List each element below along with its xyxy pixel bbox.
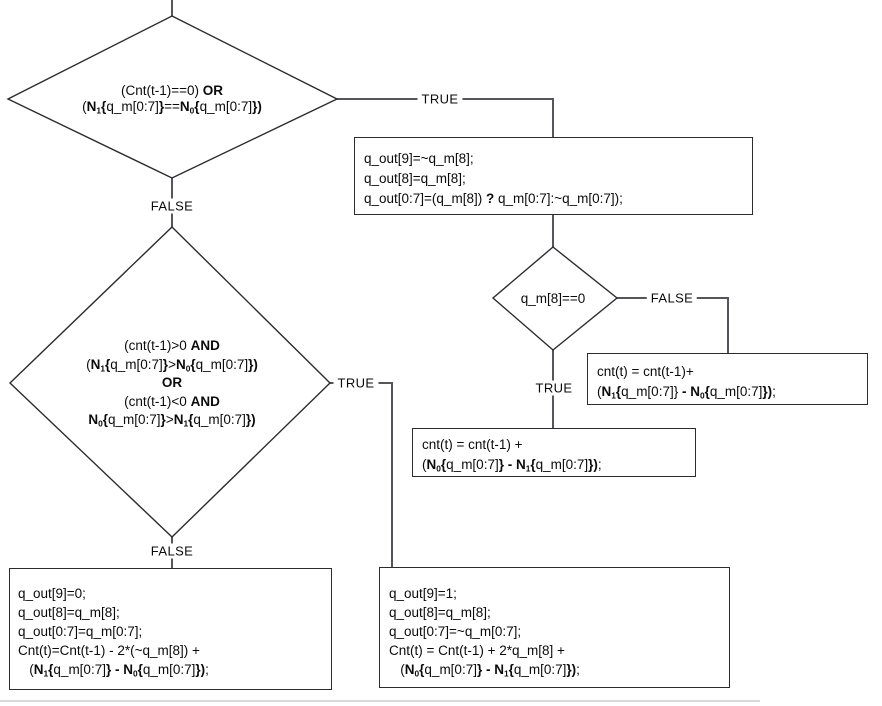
code-line: Cnt(t) = Cnt(t-1) + 2*q_m[8] + <box>389 643 565 658</box>
decision-line: (N1{q_m[0:7]}>N0{q_m[0:7]}) <box>86 356 258 373</box>
code-line: q_out[9]=0; <box>18 586 86 601</box>
decision-d2-shape <box>491 246 619 351</box>
decision-line: (Cnt(t-1)==0) OR <box>120 83 224 98</box>
code-line: (N1{q_m[0:7]} - N0{q_m[0:7]}); <box>18 662 209 679</box>
code-line: q_out[9]=1; <box>389 586 457 601</box>
process-box-invert: q_out[9]=1; q_out[8]=q_m[8]; q_out[0:7]=… <box>379 567 730 688</box>
code-line: (N0{q_m[0:7]} - N1{q_m[0:7]}); <box>422 457 602 474</box>
code-line: (N0{q_m[0:7]} - N1{q_m[0:7]}); <box>389 662 580 679</box>
edge-d1-true <box>337 98 554 137</box>
code-line: Cnt(t)=Cnt(t-1) - 2*(~q_m[8]) + <box>18 643 200 658</box>
code-line: (N1{q_m[0:7]} - N0{q_m[0:7]}); <box>597 384 776 401</box>
decision-line: (cnt(t-1)>0 AND <box>124 338 220 353</box>
code-line: q_out[8]=q_m[8]; <box>389 605 491 620</box>
decision-d1-text: (Cnt(t-1)==0) OR (N1{q_m[0:7]}==N0{q_m[0… <box>12 83 332 115</box>
code-line: q_out[0:7]=~q_m[0:7]; <box>389 624 522 639</box>
process-box-balanced-output: q_out[9]=~q_m[8]; q_out[8]=q_m[8]; q_out… <box>354 137 753 215</box>
edge-label-false-d2: FALSE <box>646 290 698 306</box>
code-line: q_out[8]=q_m[8]; <box>364 171 466 186</box>
process-box-no-invert: q_out[9]=0; q_out[8]=q_m[8]; q_out[0:7]=… <box>9 568 332 690</box>
edge-label-false-d1: FALSE <box>146 198 198 214</box>
edge-label-true-d1: TRUE <box>417 91 463 107</box>
decision-d1-shape <box>6 15 339 179</box>
edge-d2-false <box>617 297 729 353</box>
edge-label-true-d3: TRUE <box>333 375 379 391</box>
decision-line: OR <box>161 375 183 390</box>
process-box-cnt-false: cnt(t) = cnt(t-1)+ (N1{q_m[0:7]} - N0{q_… <box>587 353 868 405</box>
code-line: q_out[9]=~q_m[8]; <box>364 151 474 166</box>
code-line: cnt(t) = cnt(t-1)+ <box>597 364 694 379</box>
code-line: cnt(t) = cnt(t-1) + <box>422 437 523 452</box>
decision-line: (N1{q_m[0:7]}==N0{q_m[0:7]}) <box>82 99 262 116</box>
decision-line: N0{q_m[0:7]}>N1{q_m[0:7]}) <box>88 412 256 429</box>
process-box-cnt-true: cnt(t) = cnt(t-1) + (N0{q_m[0:7]} - N1{q… <box>412 428 696 477</box>
decision-line: q_m[8]==0 <box>520 291 586 306</box>
decision-d2-text: q_m[8]==0 <box>493 291 613 306</box>
decision-d3-shape <box>8 226 331 538</box>
decision-line: (cnt(t-1)<0 AND <box>124 393 220 409</box>
edge-d3-true <box>330 382 393 567</box>
edge-label-true-d2: TRUE <box>531 380 577 396</box>
code-line: q_out[0:7]=(q_m[8]) ? q_m[0:7]:~q_m[0:7]… <box>364 191 623 206</box>
edge-label-false-d3: FALSE <box>146 543 198 559</box>
decision-d3-text: (cnt(t-1)>0 AND (N1{q_m[0:7]}>N0{q_m[0:7… <box>10 337 334 430</box>
code-line: q_out[0:7]=q_m[0:7]; <box>18 624 143 639</box>
code-line: q_out[8]=q_m[8]; <box>18 605 120 620</box>
